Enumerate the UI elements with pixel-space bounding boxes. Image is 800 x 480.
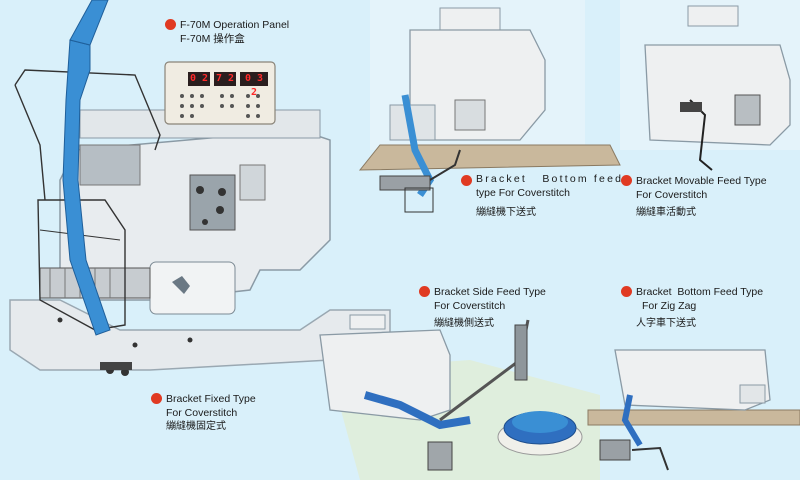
caption-zh: 繃縫機固定式	[166, 421, 226, 432]
caption-en-line2: For Zig Zag	[642, 300, 697, 312]
panel-display-3: 0 3 2	[244, 73, 264, 98]
caption-en-line2: type For Coverstitch	[476, 187, 570, 199]
caption-en: F-70M Operation Panel	[180, 19, 290, 31]
bullet-icon	[165, 19, 176, 30]
panel-display-2: 7 2	[215, 73, 235, 84]
bullet-icon	[621, 175, 632, 186]
caption-zigzag: Bracket Bottom Feed Type For Zig Zag 人字車…	[621, 285, 764, 331]
caption-zh: 繃縫車活動式	[636, 207, 696, 218]
caption-movable-feed: Bracket Movable Feed Type For Coverstitc…	[621, 174, 767, 220]
caption-operation-panel: F-70M Operation Panel F-70M 操作盒	[165, 18, 290, 46]
caption-en-line1: Bracket Movable Feed Type	[636, 175, 767, 187]
caption-bottom-feed: Bracket Bottom feed type For Coverstitch…	[461, 172, 624, 220]
caption-zh: 繃縫機下送式	[476, 207, 536, 218]
caption-zh: F-70M 操作盒	[180, 33, 245, 45]
caption-zh: 人字車下送式	[636, 318, 696, 329]
bullet-icon	[461, 175, 472, 186]
caption-en-line1: Bracket Bottom Feed Type	[636, 286, 764, 298]
bullet-icon	[419, 286, 430, 297]
bullet-icon	[621, 286, 632, 297]
bullet-icon	[151, 393, 162, 404]
caption-zh: 繃縫機側送式	[434, 318, 494, 329]
caption-en-line1: Bracket Fixed Type	[166, 393, 256, 405]
caption-en-line2: For Coverstitch	[434, 300, 506, 312]
caption-fixed-type: Bracket Fixed Type For Coverstitch 繃縫機固定…	[151, 392, 256, 434]
caption-en-line2: For Coverstitch	[166, 407, 238, 419]
caption-side-feed: Bracket Side Feed Type For Coverstitch 繃…	[419, 285, 546, 331]
caption-en-line1: Bracket Side Feed Type	[434, 286, 546, 298]
caption-en-line1: Bracket Bottom feed	[476, 173, 624, 185]
panel-display-1: 0 2	[189, 73, 209, 84]
caption-en-line2: For Coverstitch	[636, 189, 708, 201]
